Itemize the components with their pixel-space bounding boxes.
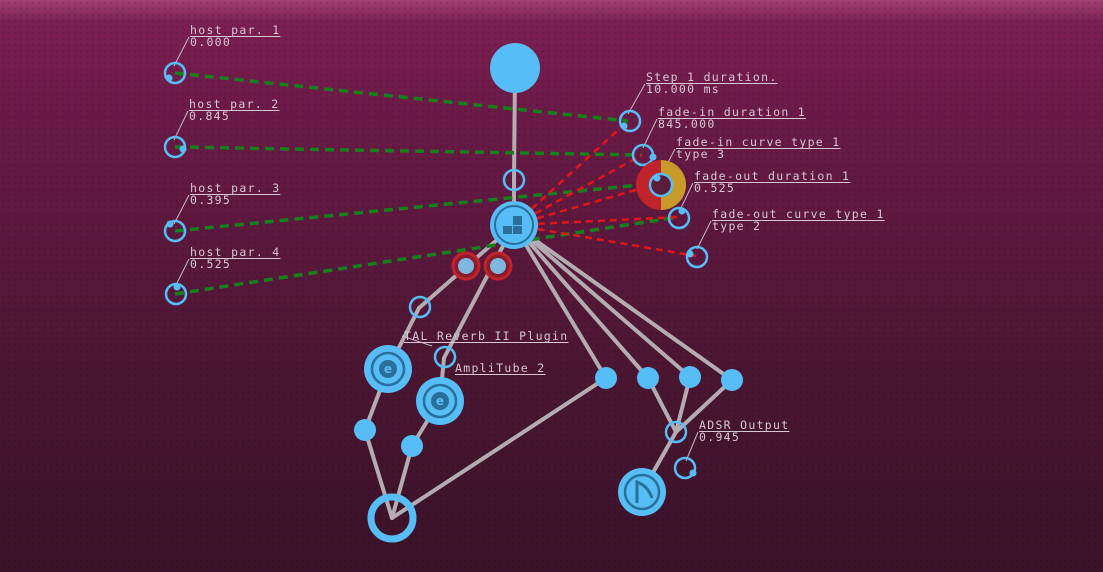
connection-port[interactable]: [664, 420, 688, 444]
label-leader: [174, 258, 190, 288]
mod-link-host-3: [174, 181, 661, 233]
host-par-1-knob[interactable]: [163, 61, 187, 85]
mod-link-host-1: [174, 71, 629, 123]
param-link: [513, 120, 629, 226]
connection-port[interactable]: [502, 168, 526, 192]
fade-in-duration-name[interactable]: fade-in duration 1: [658, 105, 807, 119]
tal-reverb-name[interactable]: TAL Reverb II Plugin: [404, 329, 569, 343]
fade-out-curve-type-value: type 2: [712, 219, 762, 233]
adsr-output-label: ADSR Output 0.945: [699, 419, 789, 443]
adsr-envelope-icon[interactable]: [490, 201, 538, 249]
label-leader: [642, 118, 658, 149]
fade-out-curve-type-knob[interactable]: [685, 245, 709, 269]
fade-in-curve-type-name[interactable]: fade-in curve type 1: [676, 135, 841, 149]
node[interactable]: [401, 435, 423, 457]
node[interactable]: [354, 419, 376, 441]
host-par-1-name[interactable]: host par. 1: [190, 23, 281, 37]
param-link: [513, 153, 643, 227]
label-leader: [173, 110, 189, 141]
fade-in-curve-type-label: fade-in curve type 1 type 3: [676, 136, 840, 160]
wire: [512, 223, 734, 382]
host-par-2-knob[interactable]: [163, 135, 187, 159]
tal-reverb-plugin-node[interactable]: e: [364, 345, 412, 393]
fade-out-duration-label: fade-out duration 1 0.525: [694, 170, 850, 194]
label-leader: [679, 182, 694, 211]
circle-node-icon[interactable]: [490, 43, 540, 93]
svg-text:e: e: [436, 394, 444, 408]
host-par-2-label: host par. 2 0.845: [189, 98, 279, 122]
label-leader: [401, 335, 433, 347]
label-leader: [173, 194, 190, 225]
audio-output-icon[interactable]: [618, 468, 666, 516]
adsr-output-value: 0.945: [699, 430, 741, 444]
mix-node[interactable]: [367, 493, 417, 543]
step-1-duration-knob[interactable]: [618, 109, 642, 133]
param-link: [513, 181, 661, 227]
amplitube-plugin-node[interactable]: e: [416, 377, 464, 425]
svg-text:e: e: [384, 362, 392, 376]
connection-port[interactable]: [408, 295, 432, 319]
wire: [390, 444, 414, 520]
host-par-4-label: host par. 4 0.525: [190, 246, 280, 270]
wire: [363, 428, 394, 520]
label-leader: [627, 83, 646, 115]
wire: [674, 378, 734, 434]
plugin-send-port-1[interactable]: [451, 251, 481, 281]
mod-link-host-2: [174, 145, 643, 157]
wire: [512, 223, 650, 380]
step-1-duration-value: 10.000 ms: [646, 82, 721, 96]
fade-out-curve-type-name[interactable]: fade-out curve type 1: [712, 207, 885, 221]
fade-in-curve-type-value: type 3: [676, 147, 726, 161]
host-par-4-value: 0.525: [190, 257, 232, 271]
label-leader: [696, 220, 712, 250]
fade-out-duration-name[interactable]: fade-out duration 1: [694, 169, 851, 183]
fade-in-duration-knob[interactable]: [631, 143, 657, 167]
param-link: [513, 223, 697, 258]
amplitube-label: AmpliTube 2: [455, 362, 545, 374]
host-par-3-knob[interactable]: [163, 219, 187, 243]
node[interactable]: [721, 369, 743, 391]
host-par-4-knob[interactable]: [164, 282, 188, 306]
label-leader: [173, 36, 190, 67]
plugin-send-port-2[interactable]: [483, 251, 513, 281]
step-1-duration-name[interactable]: Step 1 duration.: [646, 70, 778, 84]
step-1-duration-label: Step 1 duration. 10.000 ms: [646, 71, 778, 95]
wire: [442, 223, 516, 360]
fade-out-duration-value: 0.525: [694, 181, 736, 195]
host-par-3-value: 0.395: [190, 193, 232, 207]
fade-in-curve-type-knob[interactable]: [636, 160, 686, 210]
host-par-3-label: host par. 3 0.395: [190, 182, 280, 206]
fade-out-curve-type-label: fade-out curve type 1 type 2: [712, 208, 885, 232]
node[interactable]: [595, 367, 617, 389]
node[interactable]: [637, 367, 659, 389]
amplitube-name[interactable]: AmpliTube 2: [455, 361, 546, 375]
connection-port[interactable]: [433, 345, 457, 369]
fade-in-duration-label: fade-in duration 1 845.000: [658, 106, 806, 130]
host-par-2-value: 0.845: [189, 109, 231, 123]
host-par-4-name[interactable]: host par. 4: [190, 245, 281, 259]
host-par-1-value: 0.000: [190, 35, 232, 49]
tal-reverb-label: TAL Reverb II Plugin: [404, 330, 568, 342]
node[interactable]: [679, 366, 701, 388]
host-par-2-name[interactable]: host par. 2: [189, 97, 280, 111]
label-leader: [685, 431, 699, 462]
fade-in-duration-value: 845.000: [658, 117, 716, 131]
wire: [512, 223, 608, 380]
adsr-output-name[interactable]: ADSR Output: [699, 418, 790, 432]
host-par-3-name[interactable]: host par. 3: [190, 181, 281, 195]
adsr-output-knob[interactable]: [673, 456, 697, 480]
param-link: [513, 215, 680, 227]
host-par-1-label: host par. 1 0.000: [190, 24, 280, 48]
fade-out-duration-knob[interactable]: [667, 206, 691, 230]
wire: [390, 376, 608, 520]
wire: [512, 223, 692, 379]
mod-link-host-4: [174, 215, 680, 296]
